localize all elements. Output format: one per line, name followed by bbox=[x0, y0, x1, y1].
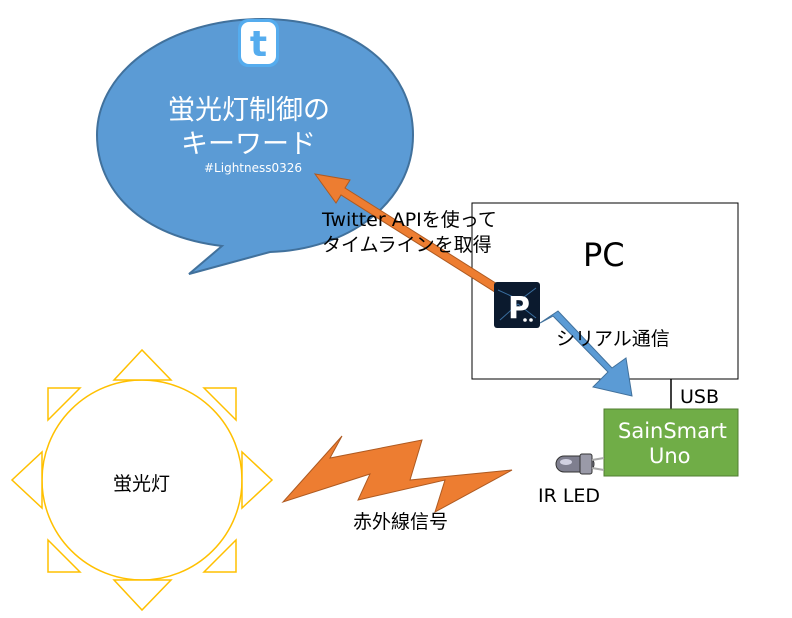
svg-text:t: t bbox=[250, 24, 267, 65]
processing-icon: P bbox=[494, 282, 540, 328]
svg-text:P: P bbox=[508, 291, 530, 326]
sainsmart-board bbox=[603, 408, 739, 477]
bubble-title-line1: 蛍光灯制御の bbox=[168, 95, 330, 126]
ir-led-label: IR LED bbox=[538, 485, 601, 507]
api-arrow bbox=[313, 173, 503, 295]
api-arrow-label-line1: Twitter APIを使って bbox=[322, 209, 497, 231]
twitter-bird-icon: t bbox=[238, 19, 279, 67]
bubble-title-line2: キーワード bbox=[181, 129, 316, 160]
pc-label: PC bbox=[583, 236, 625, 274]
fluorescent-lamp bbox=[10, 348, 274, 612]
serial-arrow bbox=[539, 310, 633, 397]
ir-signal-label: 赤外線信号 bbox=[353, 511, 449, 533]
api-arrow-label-line2: タイムラインを取得 bbox=[322, 234, 492, 256]
bubble-hashtag: #Lightness0326 bbox=[204, 161, 303, 175]
board-label-line2: Uno bbox=[649, 444, 691, 468]
board-label-line1: SainSmart bbox=[618, 419, 727, 443]
lamp-label: 蛍光灯 bbox=[113, 473, 171, 495]
ir-signal-bolt bbox=[281, 435, 513, 514]
serial-arrow-label: シリアル通信 bbox=[556, 328, 670, 350]
pc-box bbox=[471, 202, 739, 380]
usb-label: USB bbox=[680, 386, 720, 408]
ir-led-icon bbox=[555, 453, 605, 475]
